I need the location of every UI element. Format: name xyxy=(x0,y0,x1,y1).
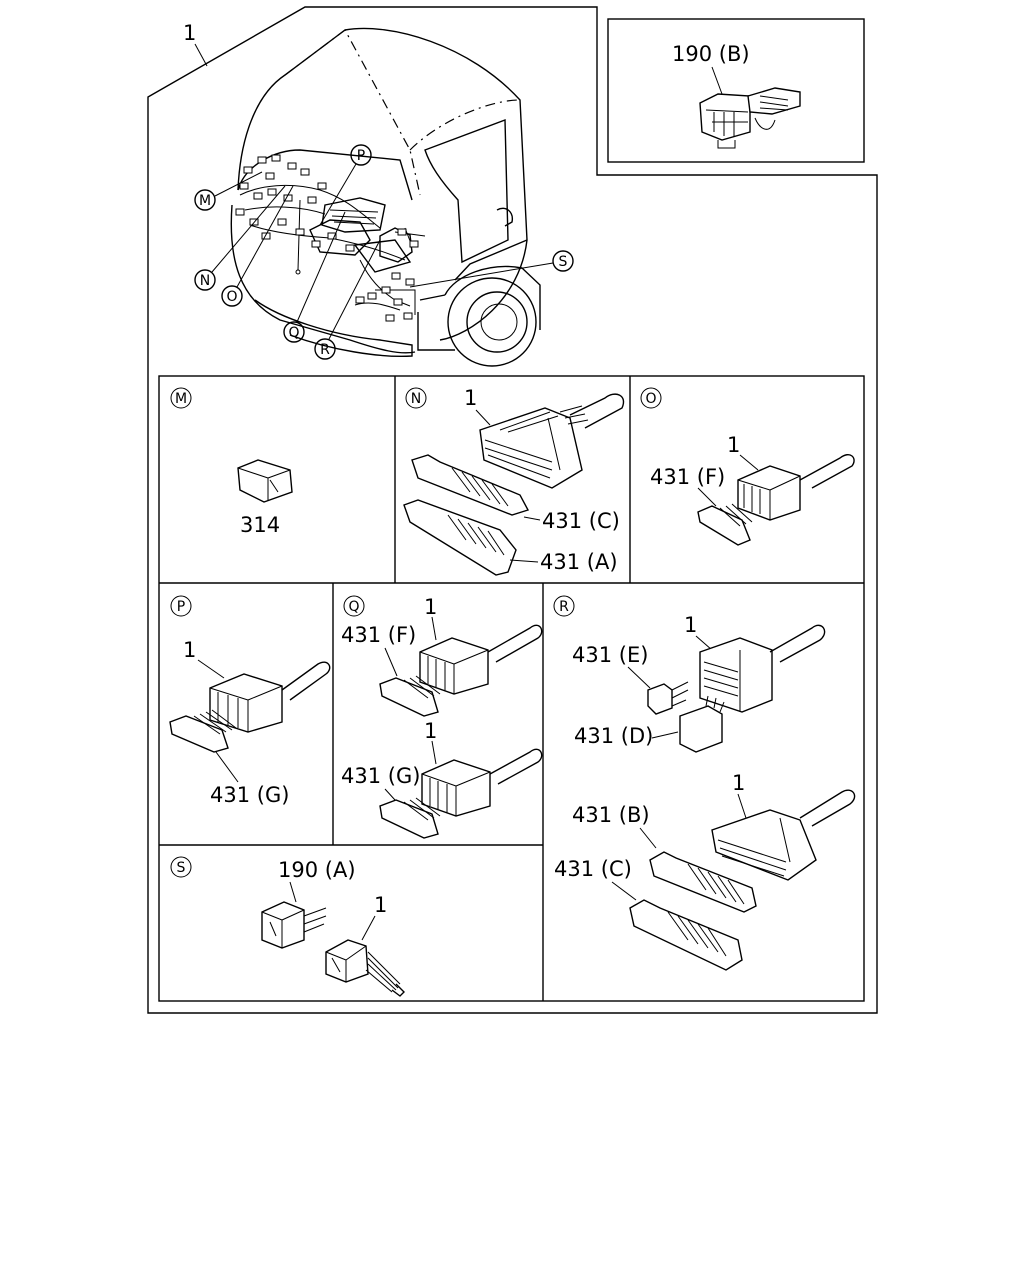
svg-text:P: P xyxy=(177,599,185,615)
callout-s: S xyxy=(409,250,574,288)
harness-connector-marker xyxy=(239,182,249,190)
harness-connector-marker xyxy=(300,168,310,176)
callout-q: Q xyxy=(283,211,346,343)
harness-connector-marker xyxy=(235,208,245,216)
harness-connector-marker xyxy=(367,292,377,300)
harness-connector-marker xyxy=(271,154,281,162)
svg-text:314: 314 xyxy=(240,513,280,537)
svg-text:M: M xyxy=(175,391,187,407)
svg-text:431 (B): 431 (B) xyxy=(572,803,650,827)
harness-connector-marker xyxy=(327,232,337,240)
harness-connector-marker xyxy=(257,156,267,164)
harness-connector-marker xyxy=(317,182,327,190)
svg-text:1: 1 xyxy=(464,386,477,410)
svg-text:431 (F): 431 (F) xyxy=(341,623,416,647)
svg-text:431 (E): 431 (E) xyxy=(572,643,648,667)
harness-connector-markers xyxy=(235,154,419,322)
svg-text:431 (C): 431 (C) xyxy=(542,509,620,533)
callout-o: O xyxy=(221,185,294,307)
harness-connector-marker xyxy=(397,228,407,236)
detail-grid-frame xyxy=(158,375,865,1002)
connector-190b xyxy=(699,87,801,149)
svg-text:P: P xyxy=(357,148,365,164)
harness-connector-marker xyxy=(295,228,305,236)
harness-connector-marker xyxy=(405,278,415,286)
harness-connector-marker xyxy=(381,286,391,294)
harness-connector-marker xyxy=(385,314,395,322)
panel-o: O 1 431 (F) xyxy=(640,387,855,546)
harness-connector-marker xyxy=(393,298,403,306)
svg-text:431 (F): 431 (F) xyxy=(650,465,725,489)
svg-text:N: N xyxy=(411,391,421,407)
svg-text:431 (D): 431 (D) xyxy=(574,724,653,748)
harness-connector-marker xyxy=(391,272,401,280)
harness-connector-marker xyxy=(253,192,263,200)
harness-connector-marker xyxy=(287,162,297,170)
callout-m: M xyxy=(194,171,263,211)
main-part-number: 1 xyxy=(183,21,196,45)
callout-p: P xyxy=(319,144,372,226)
svg-text:O: O xyxy=(226,289,237,305)
svg-text:O: O xyxy=(645,391,656,407)
panel-m: M 314 xyxy=(170,387,293,537)
svg-text:Q: Q xyxy=(348,599,359,615)
svg-text:1: 1 xyxy=(183,638,196,662)
harness-connector-marker xyxy=(355,296,365,304)
svg-text:431 (G): 431 (G) xyxy=(341,764,420,788)
svg-text:1: 1 xyxy=(374,893,387,917)
svg-text:M: M xyxy=(199,193,211,209)
panel-r: R 1 431 (E) 431 (D) 1 431 (B) 431 (C) xyxy=(553,595,856,971)
svg-text:431 (A): 431 (A) xyxy=(540,550,618,574)
panel-q: Q 431 (F) 1 1 431 (G) xyxy=(341,595,543,839)
svg-text:R: R xyxy=(320,342,330,358)
svg-text:190 (A): 190 (A) xyxy=(278,858,356,882)
harness-connector-marker xyxy=(307,196,317,204)
panel-n: N 1 431 (C) 431 (A) xyxy=(403,386,625,576)
harness-connector-marker xyxy=(403,312,413,320)
label-190b: 190 (B) xyxy=(672,42,750,66)
callout-n: N xyxy=(194,185,286,291)
svg-text:1: 1 xyxy=(732,771,745,795)
callout-r: R xyxy=(314,239,381,360)
panel-p: P 1 431 (G) xyxy=(169,595,331,807)
svg-text:1: 1 xyxy=(424,719,437,743)
harness-connector-marker xyxy=(261,232,271,240)
harness-connector-marker xyxy=(345,244,355,252)
inset-frame-190b xyxy=(607,18,865,163)
harness-connector-marker xyxy=(277,218,287,226)
panel-s: S 190 (A) 1 xyxy=(170,856,405,997)
svg-text:N: N xyxy=(200,273,210,289)
svg-text:1: 1 xyxy=(424,595,437,619)
harness-connector-marker xyxy=(243,166,253,174)
harness-connector-marker xyxy=(265,172,275,180)
svg-text:S: S xyxy=(177,860,186,876)
harness-connector-marker xyxy=(267,188,277,196)
harness-connector-marker xyxy=(311,240,321,248)
svg-text:431 (G): 431 (G) xyxy=(210,783,289,807)
svg-text:431 (C): 431 (C) xyxy=(554,857,632,881)
svg-text:S: S xyxy=(559,254,568,270)
svg-text:1: 1 xyxy=(727,433,740,457)
svg-text:Q: Q xyxy=(288,325,299,341)
svg-text:R: R xyxy=(559,599,569,615)
harness-connector-marker xyxy=(409,240,419,248)
svg-text:1: 1 xyxy=(684,613,697,637)
main-frame xyxy=(147,6,878,1014)
